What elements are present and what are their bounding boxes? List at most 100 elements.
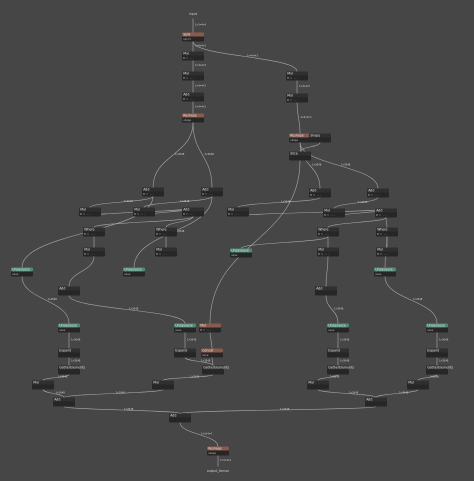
node-title: Mul	[408, 381, 414, 385]
node-title: Unsqueeze	[175, 324, 193, 328]
node-header	[323, 208, 345, 213]
edge-u4-g4	[384, 276, 438, 324]
node-title: Add	[366, 398, 372, 402]
edge-label: 1×2048	[439, 338, 449, 342]
node-mul[interactable]: Mul	[32, 380, 54, 390]
node-gatherelements[interactable]: GatherElements	[202, 365, 229, 375]
node-gatherelements[interactable]: GatherElements	[426, 365, 453, 375]
edge-c3-d4	[237, 197, 321, 208]
node-header	[133, 207, 155, 212]
node-add[interactable]: Add	[58, 286, 80, 296]
node-header	[83, 247, 105, 252]
edge-label: 1×2048	[439, 359, 449, 363]
node-title: Slice	[290, 152, 298, 156]
edge-r2-c1	[152, 122, 194, 188]
node-expand[interactable]: Expand	[327, 348, 349, 358]
edge-r3-c3	[299, 142, 321, 189]
node-mul[interactable]: Mul	[407, 380, 429, 390]
node-add[interactable]: Add	[169, 413, 191, 423]
node-title: Add	[170, 414, 176, 418]
edge-label: 1×2048	[124, 407, 134, 411]
node-attribute: B = ...	[183, 56, 194, 60]
node-title: Unsqueeze	[124, 268, 142, 272]
node-slice[interactable]: Slice	[289, 151, 311, 161]
edge-label: 1×2048	[175, 229, 185, 233]
edge-label: 1×2048	[180, 199, 190, 203]
edge-f2-g3	[325, 295, 339, 324]
node-gatherelements[interactable]: GatherElements	[58, 365, 85, 375]
edge-label: 1×2048	[205, 152, 215, 156]
edge-label: 1×2048	[340, 338, 350, 342]
node-header	[123, 267, 145, 272]
node-add[interactable]: Add	[53, 397, 75, 407]
node-title: Mul	[183, 52, 189, 56]
node-header	[286, 93, 308, 98]
node-title: Mul	[377, 248, 383, 252]
node-title: GatherElements	[328, 366, 354, 370]
node-gatherelements[interactable]: GatherElements	[327, 365, 354, 375]
node-title: Expand	[175, 349, 187, 353]
node-mul[interactable]: Mul	[307, 380, 329, 390]
node-header	[53, 397, 75, 402]
node-add[interactable]: Add	[365, 397, 387, 407]
edge-label: 1×4×4×3	[301, 115, 312, 119]
edge-e3-f2	[325, 256, 329, 287]
node-header	[376, 247, 398, 252]
node-header	[201, 348, 223, 353]
edge-label: 1×2048	[71, 338, 81, 342]
node-title: Unsqueeze	[328, 324, 346, 328]
graph-output-label[interactable]: output_tensor	[207, 469, 230, 473]
node-attribute: B = ...	[228, 212, 239, 216]
node-expand[interactable]: Expand	[426, 348, 448, 358]
node-attribute: B = ...	[200, 328, 211, 332]
edge-label: 1×2048	[175, 152, 185, 156]
node-mul[interactable]: Mul	[152, 380, 174, 390]
node-expand[interactable]: Expand	[174, 348, 196, 358]
edge-label: 1×2048	[430, 375, 440, 379]
node-attribute: B = ...	[156, 252, 167, 256]
node-shape[interactable]: Shape	[309, 133, 331, 143]
node-add[interactable]: Add	[315, 286, 337, 296]
graph-input-label[interactable]: input	[189, 12, 198, 16]
node-expand[interactable]: Expand	[58, 348, 80, 358]
node-attribute: B = ...	[376, 213, 387, 217]
